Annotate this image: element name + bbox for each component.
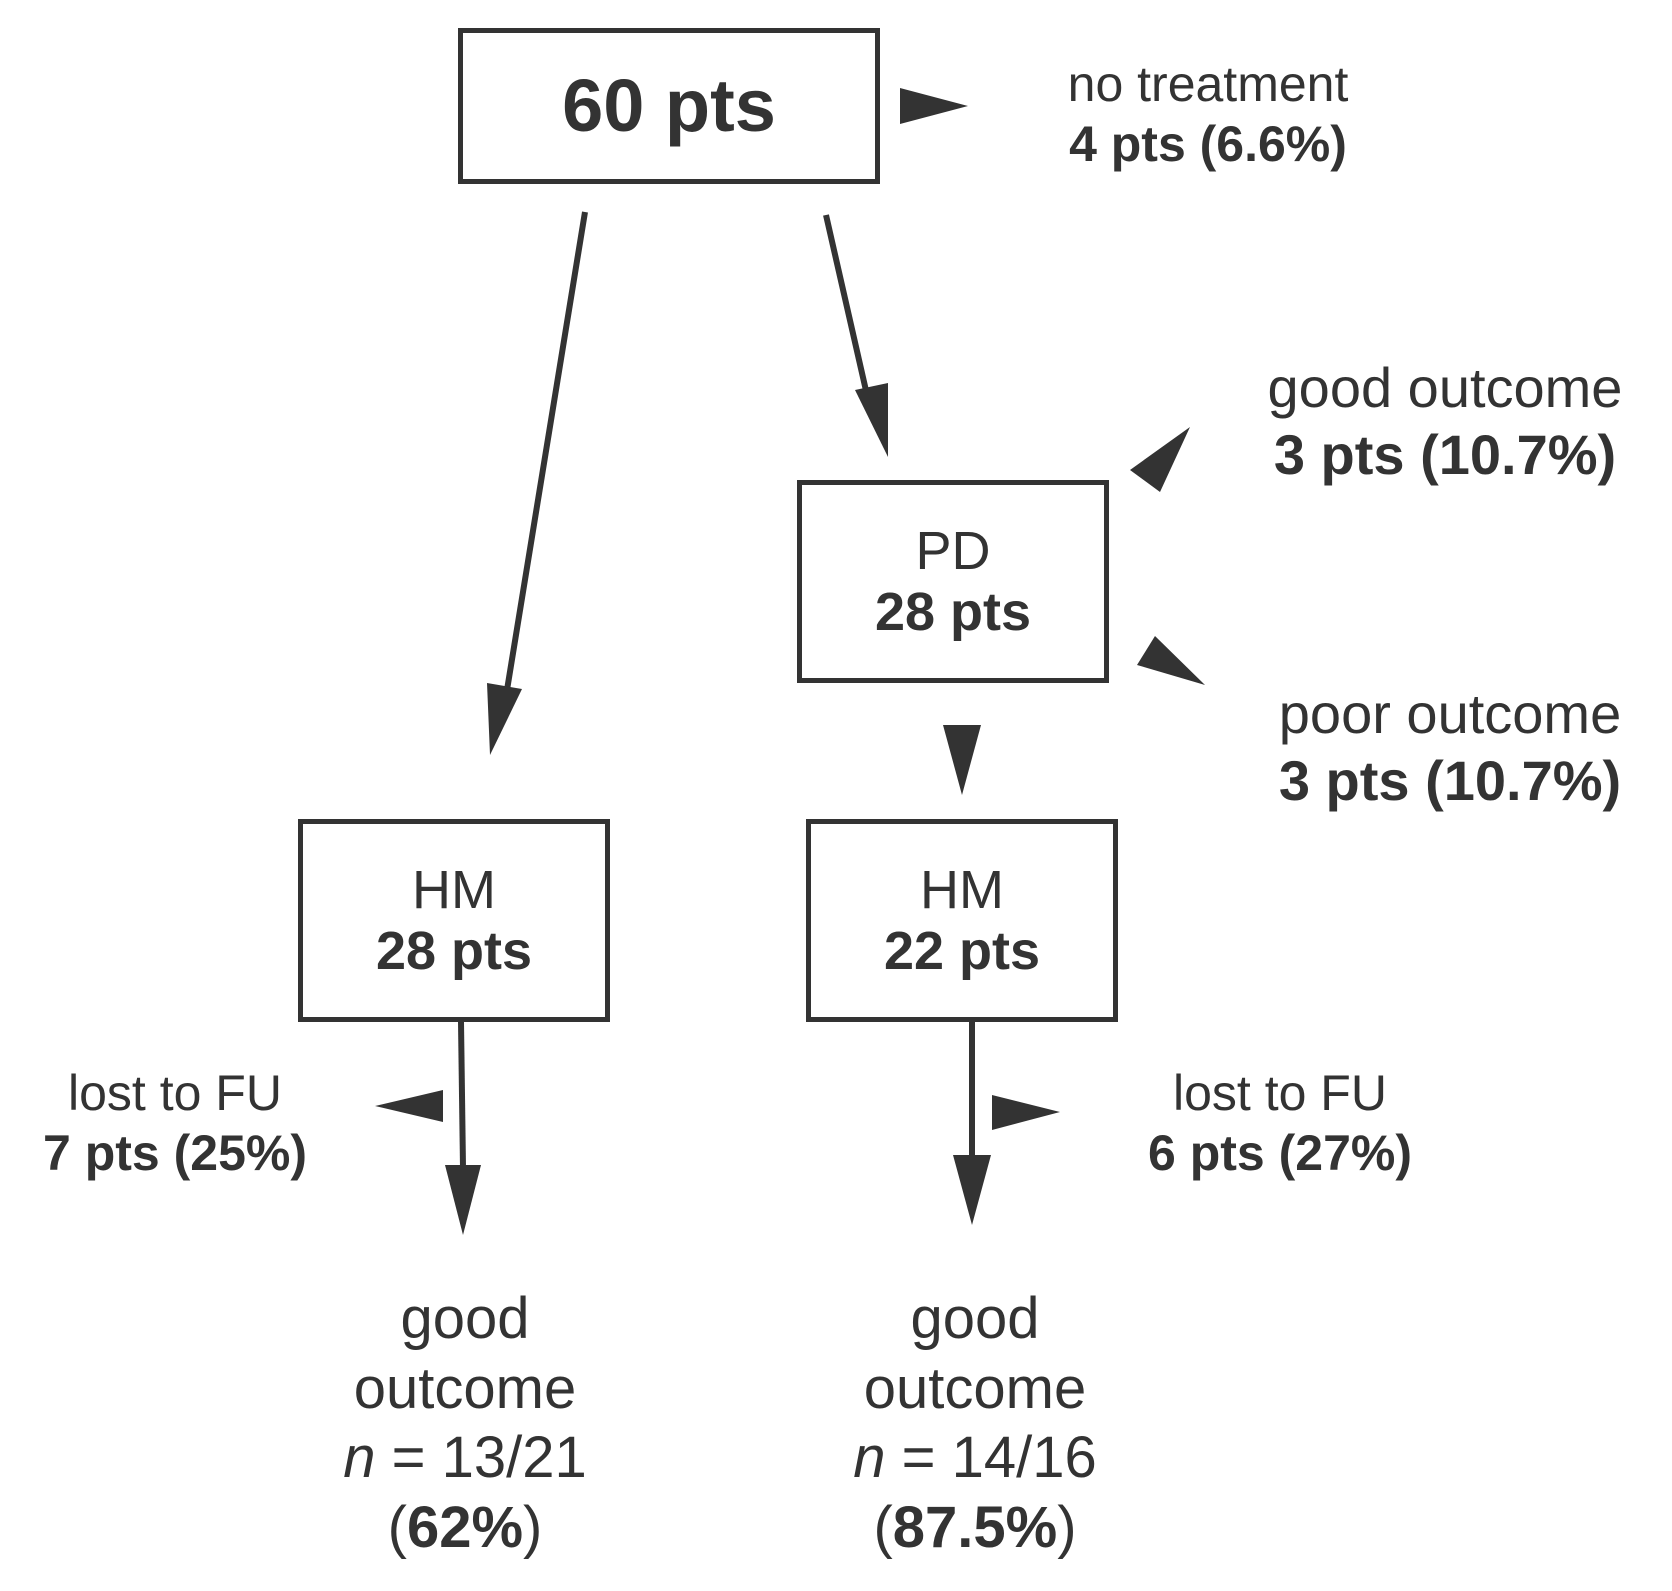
outcome-left-line2: outcome [353, 1355, 577, 1421]
annotation-pd-poor: poor outcome 3 pts (10.7%) [1232, 680, 1668, 814]
outcome-right-close-paren: ) [1057, 1494, 1077, 1560]
pd-title: PD [915, 521, 991, 582]
outcome-left: good outcome n = 13/21 (62%) [280, 1284, 650, 1562]
outcome-left-n-text: = 13/21 [375, 1425, 587, 1491]
arrowhead-no-treatment [900, 88, 968, 124]
pd-count: 28 pts [874, 581, 1032, 642]
outcome-right-n: n = 14/16 [790, 1423, 1160, 1493]
hm-left-title: HM [412, 860, 496, 921]
arrowhead-pd-to-hm-right [943, 725, 981, 795]
outcome-left-close-paren: ) [523, 1494, 543, 1560]
lost-right-label: lost to FU [1173, 1065, 1387, 1121]
arrow-hm-left-down [458, 1021, 466, 1169]
annotation-no-treatment: no treatment 4 pts (6.6%) [1018, 54, 1398, 174]
outcome-left-pct: (62%) [280, 1493, 650, 1563]
arrowhead-hm-left [487, 683, 522, 755]
outcome-left-n-symbol: n [343, 1425, 376, 1491]
outcome-right-line1: good [910, 1286, 1040, 1351]
node-pd: PD 28 pts [797, 480, 1109, 683]
arrowhead-pd [855, 383, 888, 457]
outcome-right-pct-value: 87.5% [892, 1494, 1058, 1560]
arrow-root-to-pd [823, 214, 870, 396]
annotation-pd-good: good outcome 3 pts (10.7%) [1225, 354, 1665, 488]
no-treatment-label: no treatment [1067, 56, 1349, 112]
outcome-right-pct: (87.5%) [790, 1493, 1160, 1563]
arrowhead-pd-poor [1137, 636, 1205, 685]
node-hm-left: HM 28 pts [298, 819, 610, 1022]
hm-right-count: 22 pts [883, 920, 1041, 981]
outcome-right-open-paren: ( [873, 1494, 893, 1560]
pd-poor-label: poor outcome [1278, 682, 1622, 745]
outcome-left-pct-value: 62% [406, 1494, 524, 1560]
outcome-left-line1: good [400, 1286, 530, 1351]
outcome-right: good outcome n = 14/16 (87.5%) [790, 1284, 1160, 1562]
annotation-lost-left: lost to FU 7 pts (25%) [10, 1063, 340, 1183]
outcome-right-line2: outcome [863, 1355, 1087, 1421]
node-hm-right: HM 22 pts [806, 819, 1118, 1022]
outcome-right-n-symbol: n [853, 1425, 886, 1491]
outcome-right-n-text: = 14/16 [885, 1425, 1097, 1491]
lost-left-label: lost to FU [68, 1065, 282, 1121]
hm-left-count: 28 pts [375, 920, 533, 981]
arrow-root-to-hm-left [504, 211, 588, 691]
annotation-lost-right: lost to FU 6 pts (27%) [1100, 1063, 1460, 1183]
outcome-left-open-paren: ( [387, 1494, 407, 1560]
node-root: 60 pts [458, 28, 880, 184]
arrowhead-hm-left-down [445, 1165, 481, 1235]
pd-poor-value: 3 pts (10.7%) [1278, 749, 1622, 813]
lost-left-value: 7 pts (25%) [43, 1125, 307, 1181]
root-count: 60 pts [562, 63, 776, 147]
pd-good-value: 3 pts (10.7%) [1273, 423, 1617, 487]
hm-right-title: HM [920, 860, 1004, 921]
outcome-left-n: n = 13/21 [280, 1423, 650, 1493]
arrowhead-pd-good [1130, 427, 1190, 492]
arrowhead-hm-right-down [953, 1155, 991, 1225]
no-treatment-value: 4 pts (6.6%) [1069, 116, 1347, 172]
arrowhead-lost-right [992, 1095, 1060, 1130]
pd-good-label: good outcome [1267, 356, 1623, 419]
lost-right-value: 6 pts (27%) [1148, 1125, 1412, 1181]
arrowhead-lost-left [375, 1090, 443, 1122]
